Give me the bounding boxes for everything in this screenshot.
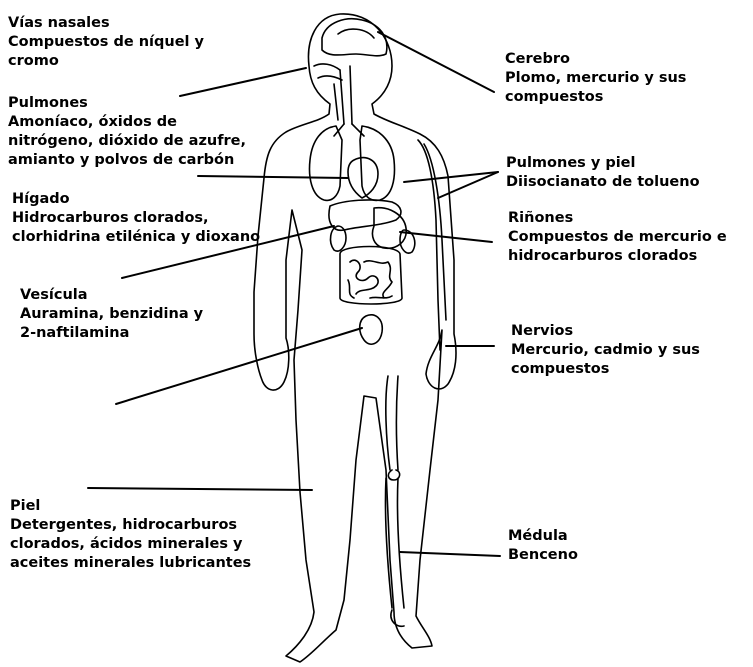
substance-line: Mercurio, cadmio y sus: [511, 341, 700, 360]
arm-nerve: [418, 140, 446, 350]
pointer-pulmones-piel-1: [404, 172, 498, 182]
right-lung: [360, 126, 394, 200]
small-intestine: [348, 260, 392, 298]
substance-line: Diisocianato de tolueno: [506, 173, 700, 192]
organ-name: Pulmones y piel: [506, 154, 700, 173]
left-lung: [310, 126, 342, 200]
gallbladder: [360, 315, 383, 344]
label-medula: Médula Benceno: [508, 527, 578, 565]
label-piel: Piel Detergentes, hidrocarburos clorados…: [10, 497, 251, 573]
substance-line: compuestos: [505, 88, 686, 107]
substance-line: Compuestos de níquel y: [8, 33, 204, 52]
label-higado: Hígado Hidrocarburos clorados, clorhidri…: [12, 190, 260, 247]
label-vesicula: Vesícula Auramina, benzidina y 2-naftila…: [20, 286, 203, 343]
organ-name: Riñones: [508, 209, 727, 228]
label-cerebro: Cerebro Plomo, mercurio y sus compuestos: [505, 50, 686, 107]
substance-line: Compuestos de mercurio e: [508, 228, 727, 247]
label-pulmones: Pulmones Amoníaco, óxidos de nitrógeno, …: [8, 94, 246, 170]
pointer-piel: [88, 488, 312, 490]
substance-line: Auramina, benzidina y: [20, 305, 203, 324]
organ-name: Médula: [508, 527, 578, 546]
substance-line: cromo: [8, 52, 204, 71]
nasal-passage: [314, 64, 342, 80]
substance-line: clorhidrina etilénica y dioxano: [12, 228, 260, 247]
organ-name: Vesícula: [20, 286, 203, 305]
organ-name: Vías nasales: [8, 14, 204, 33]
substance-line: compuestos: [511, 360, 700, 379]
label-vias-nasales: Vías nasales Compuestos de níquel y crom…: [8, 14, 204, 71]
pointer-pulmones: [198, 176, 348, 178]
pointer-medula: [400, 552, 500, 556]
substance-line: clorados, ácidos minerales y: [10, 535, 251, 554]
label-pulmones-piel: Pulmones y piel Diisocianato de tolueno: [506, 154, 700, 192]
organ-name: Pulmones: [8, 94, 246, 113]
leg-bone-tibia: [385, 470, 404, 608]
body-outline: [254, 14, 456, 662]
substance-line: aceites minerales lubricantes: [10, 554, 251, 573]
leg-bone-femur: [386, 376, 398, 470]
substance-line: 2-naftilamina: [20, 324, 203, 343]
brain-shape: [322, 19, 387, 56]
substance-line: amianto y polvos de carbón: [8, 151, 246, 170]
pointer-cerebro: [378, 32, 494, 92]
organ-name: Nervios: [511, 322, 700, 341]
label-nervios: Nervios Mercurio, cadmio y sus compuesto…: [511, 322, 700, 379]
large-intestine: [340, 247, 402, 305]
organ-name: Cerebro: [505, 50, 686, 69]
trachea: [334, 66, 352, 124]
organ-name: Piel: [10, 497, 251, 516]
substance-line: hidrocarburos clorados: [508, 247, 727, 266]
organ-name: Hígado: [12, 190, 260, 209]
substance-line: Benceno: [508, 546, 578, 565]
substance-line: Detergentes, hidrocarburos: [10, 516, 251, 535]
substance-line: Plomo, mercurio y sus: [505, 69, 686, 88]
substance-line: Hidrocarburos clorados,: [12, 209, 260, 228]
substance-line: Amoníaco, óxidos de: [8, 113, 246, 132]
substance-line: nitrógeno, dióxido de azufre,: [8, 132, 246, 151]
pointer-vias-nasales: [180, 68, 306, 96]
label-rinones: Riñones Compuestos de mercurio e hidroca…: [508, 209, 727, 266]
